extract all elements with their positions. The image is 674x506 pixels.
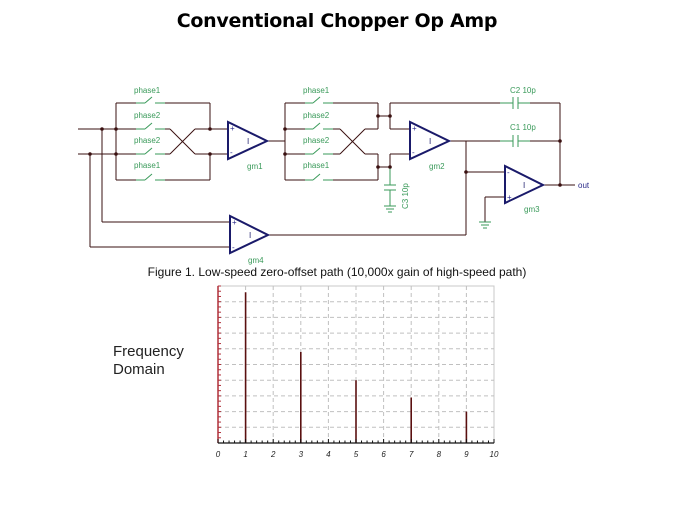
page-title: Conventional Chopper Op Amp (176, 10, 498, 32)
switch-label: phase2 (303, 136, 330, 145)
svg-text:+: + (232, 218, 237, 227)
x-tick-label: 4 (326, 450, 331, 459)
x-tick-label: 3 (299, 450, 304, 459)
x-tick-label: 2 (270, 450, 276, 459)
svg-text:-: - (412, 148, 415, 157)
switch-label: phase2 (134, 136, 161, 145)
amplifier-gm2 (409, 120, 452, 161)
svg-text:-: - (507, 168, 510, 177)
switch-label: phase2 (134, 111, 161, 120)
svg-text:+: + (412, 124, 417, 133)
switch-label: phase1 (134, 161, 161, 170)
figure-caption: Figure 1. Low-speed zero-offset path (10… (147, 265, 527, 279)
svg-text:I: I (523, 181, 525, 190)
x-tick-label: 6 (381, 450, 386, 459)
switch-label: phase1 (303, 161, 330, 170)
cap-label-c3: C3 10p (401, 183, 410, 209)
amplifier-gm1 (227, 120, 270, 161)
svg-text:I: I (429, 137, 431, 146)
x-tick-label: 0 (216, 450, 221, 459)
x-tick-label: 7 (409, 450, 414, 459)
svg-text:I: I (249, 231, 251, 240)
cap-label-c1: C1 10p (510, 123, 536, 132)
switch-label: phase1 (134, 86, 161, 95)
svg-text:+: + (230, 124, 235, 133)
amp-label-gm4: gm4 (248, 256, 264, 265)
svg-text:+: + (507, 193, 512, 202)
svg-text:-: - (230, 148, 233, 157)
output-label: out (578, 181, 590, 190)
svg-text:-: - (232, 243, 235, 252)
amp-symbol: I (247, 137, 249, 146)
x-tick-label: 10 (490, 450, 499, 459)
amp-label-gm1: gm1 (247, 162, 263, 171)
x-tick-label: 8 (437, 450, 442, 459)
amplifier-gm3 (504, 164, 546, 205)
x-tick-label: 9 (464, 450, 469, 459)
switch-label: phase1 (303, 86, 330, 95)
frequency-domain-label: Frequency Domain (113, 343, 184, 378)
chopper-schematic: I I I I phase1 phase2 phase2 phase1 phas… (78, 86, 590, 265)
amp-label-gm3: gm3 (524, 205, 540, 214)
x-tick-label: 1 (243, 450, 247, 459)
x-tick-label: 5 (354, 450, 359, 459)
cap-label-c2: C2 10p (510, 86, 536, 95)
amplifier-gm4 (229, 214, 271, 255)
amp-label-gm2: gm2 (429, 162, 445, 171)
switch-label: phase2 (303, 111, 330, 120)
